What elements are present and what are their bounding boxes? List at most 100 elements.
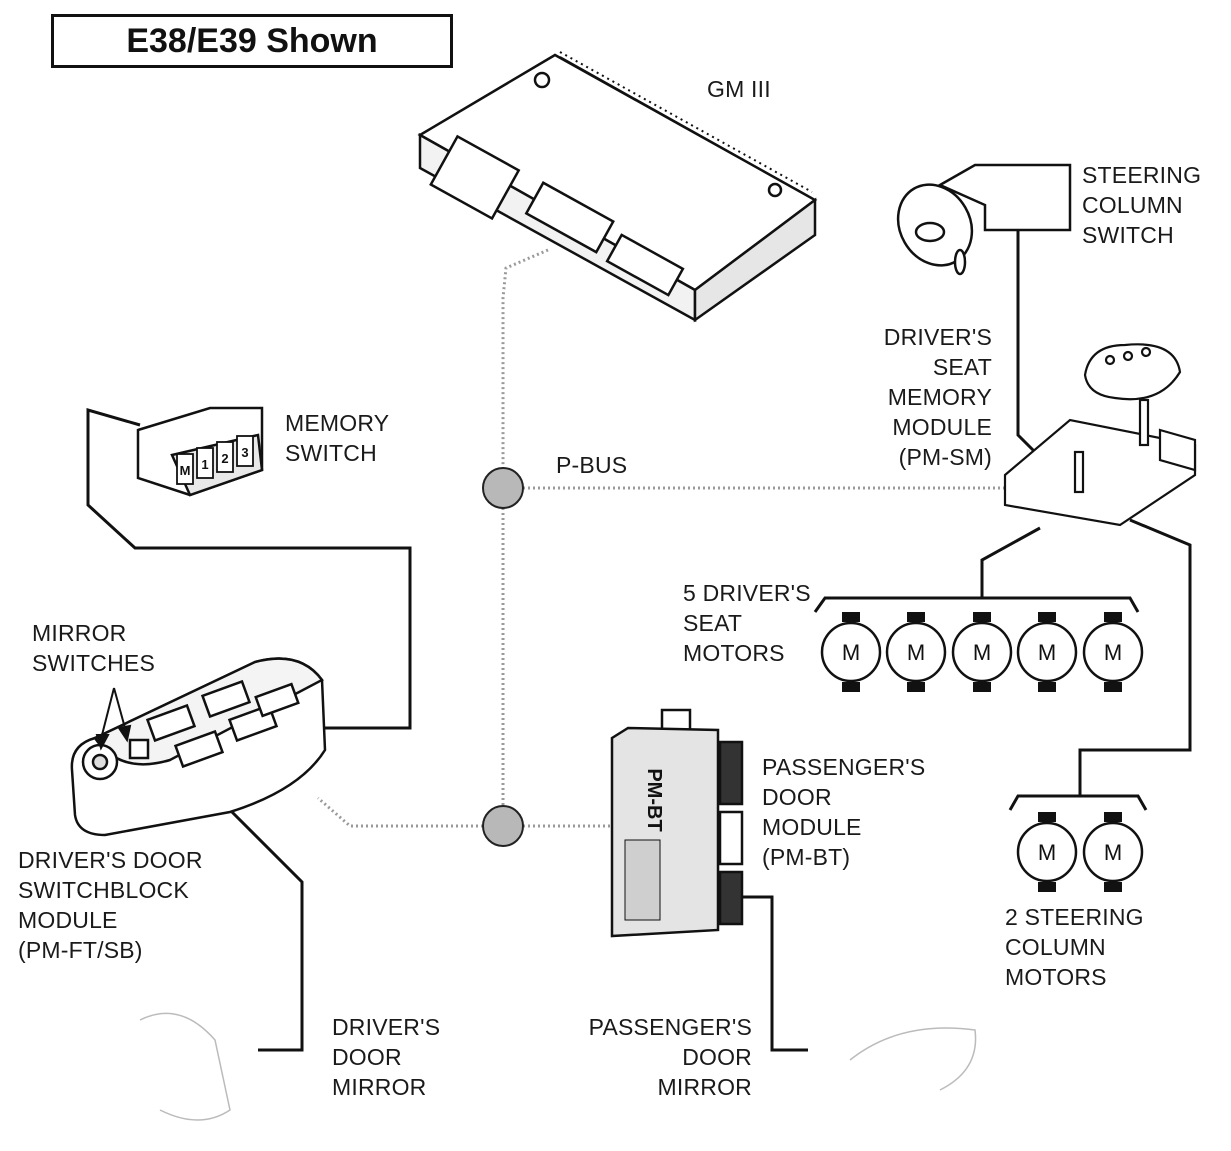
p-bus-label: P-BUS (556, 450, 627, 480)
memory-button (196, 447, 214, 479)
label-line: SWITCH (285, 440, 377, 466)
steering-column-motors-label: 2 STEERING COLUMN MOTORS (1005, 902, 1144, 992)
gm3-hole-2 (767, 182, 783, 198)
seat-memory-connector (1158, 428, 1197, 472)
key-slot (953, 248, 967, 276)
seat-motor: M (1016, 612, 1078, 692)
label-line: MEMORY (285, 410, 390, 436)
motor-body (820, 621, 882, 683)
motor-terminal (1104, 682, 1122, 692)
label-line: MODULE (892, 414, 992, 440)
passenger-mirror-sketch (849, 1027, 977, 1091)
steering-motor-bracket (1008, 794, 1148, 811)
seat-motor-bracket (813, 596, 1140, 613)
seat-memory-module-label: DRIVER'S SEAT MEMORY MODULE (PM-SM) (860, 322, 992, 472)
label-line: MIRROR (657, 1074, 752, 1100)
gm3-connector-2 (524, 181, 615, 254)
switchblock-device (70, 657, 327, 837)
motor-terminal (1038, 682, 1056, 692)
p-bus-node-upper (482, 467, 524, 509)
window-switch-2 (173, 729, 225, 769)
steering-switch (896, 163, 1072, 276)
label-line: (PM-SM) (898, 444, 992, 470)
seat-motor: M (820, 612, 882, 692)
motor-body (1082, 821, 1144, 883)
label-line: DOOR (682, 1044, 752, 1070)
memory-button-label: 2 (221, 451, 228, 466)
motor-terminal (973, 612, 991, 622)
pm-bt-connector-2 (718, 810, 744, 866)
steering-column-switch-label: STEERING COLUMN SWITCH (1082, 160, 1201, 250)
memory-button-label: 1 (201, 457, 208, 472)
mirror-sketches (139, 1012, 977, 1121)
wire-driver-mirror (230, 810, 304, 1052)
memory-button-label: 3 (241, 445, 248, 460)
pm-bt-connector-3 (718, 870, 744, 926)
pm-bt-connector-1 (718, 740, 744, 806)
motor-body (1016, 621, 1078, 683)
gm3-label-line: GM III (707, 76, 771, 102)
label-line: MODULE (18, 907, 118, 933)
title-box: E38/E39 Shown (51, 14, 453, 68)
cap-dot-2 (1122, 350, 1134, 362)
seat-motor: M (951, 612, 1013, 692)
gm3-connector-3 (605, 233, 685, 297)
mirror-selector (128, 738, 150, 760)
label-line: 5 DRIVER'S (683, 580, 811, 606)
diagram-title: E38/E39 Shown (126, 21, 378, 60)
gm3-label: GM III (707, 74, 771, 104)
memory-switch-label: MEMORY SWITCH (285, 408, 389, 468)
motor-symbol: M (1104, 640, 1122, 665)
passengers-door-module-label: PASSENGER'S DOOR MODULE (PM-BT) (762, 752, 925, 872)
p-bus-from-gm3 (501, 248, 549, 488)
cap-dot-3 (1140, 346, 1152, 358)
label-line: SWITCH (1082, 222, 1174, 248)
label-line: PASSENGER'S (762, 754, 926, 780)
motor-terminal (907, 612, 925, 622)
label-line: STEERING (1082, 162, 1202, 188)
gm3-hole (533, 71, 551, 89)
key-logo (914, 221, 946, 243)
motor-terminal (907, 682, 925, 692)
motor-terminal (1104, 882, 1122, 892)
label-line: SWITCHES (32, 650, 155, 676)
gm3-pins (559, 51, 813, 197)
pm-bt-marking: PM-BT (643, 768, 665, 831)
label-line: COLUMN (1005, 934, 1106, 960)
pm-bt-module (610, 708, 744, 938)
label-line: SEAT (932, 354, 992, 380)
label-line: MIRROR (332, 1074, 427, 1100)
passengers-door-mirror-label: PASSENGER'S DOOR MIRROR (560, 1012, 752, 1102)
mirror-switches-label: MIRROR SWITCHES (32, 618, 155, 678)
motor-symbol: M (1038, 640, 1056, 665)
motor-symbol: M (1038, 840, 1056, 865)
wire-steering-switch (1016, 230, 1047, 464)
seat-memory-module (1003, 343, 1197, 527)
motor-symbol: M (842, 640, 860, 665)
motor-terminal (842, 682, 860, 692)
steering-motor: M (1016, 812, 1078, 892)
seat-memory-pin (1138, 398, 1150, 447)
motor-terminal (973, 682, 991, 692)
gm3-side (693, 197, 817, 323)
wire-memory-switch (86, 408, 412, 730)
drivers-door-mirror-label: DRIVER'S DOOR MIRROR (332, 1012, 440, 1102)
window-switch-3 (200, 679, 252, 719)
wire-passenger-mirror (740, 895, 808, 1052)
gm3-connector-1 (429, 134, 521, 221)
motor-terminal (1104, 612, 1122, 622)
window-switch-5 (254, 682, 300, 718)
memory-button (216, 441, 234, 473)
label-line: MEMORY (887, 384, 992, 410)
motor-symbol: M (973, 640, 991, 665)
memory-button (236, 435, 254, 467)
motor-terminal (1038, 612, 1056, 622)
seat-memory-cap (1083, 343, 1182, 401)
motor-terminal (1104, 812, 1122, 822)
p-bus-node-lower (482, 805, 524, 847)
label-line: MOTORS (1005, 964, 1107, 990)
memory-button (176, 453, 194, 485)
motor-terminal (842, 612, 860, 622)
